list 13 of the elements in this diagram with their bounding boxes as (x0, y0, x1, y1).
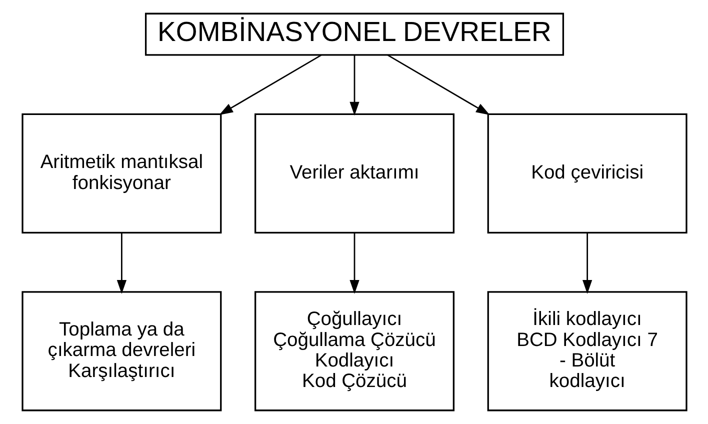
node-box: Aritmetik mantıksal fonkisyonar (21, 113, 222, 234)
arrow (349, 55, 359, 116)
arrow (349, 233, 359, 294)
node-box: İkili kodlayıcı BCD Kodlayıcı 7 - Bölüt kodlayıcı (486, 291, 687, 412)
node-box: Toplama ya da çıkarma devreleri Karşılaştırıcı (21, 291, 222, 412)
arrow (582, 233, 592, 294)
arrow (218, 54, 321, 115)
arrow (116, 233, 126, 294)
node-box: Veriler aktarımı (254, 113, 454, 234)
node-box: KOMBİNASYONEL DEVRELER (144, 12, 564, 56)
node-box: Kod çeviricisi (486, 113, 687, 234)
node-box: Çoğullayıcı Çoğullama Çözücü Kodlayıcı Kod Çözücü (254, 291, 454, 412)
arrow (387, 54, 490, 115)
